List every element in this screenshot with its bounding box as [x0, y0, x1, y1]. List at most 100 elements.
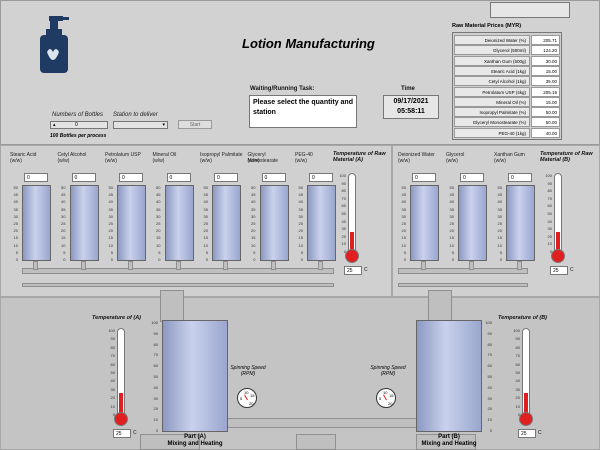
scale-tick: 70 — [547, 195, 552, 201]
scale-tick: 45 — [156, 192, 161, 198]
bottles-value: 0 — [75, 122, 78, 128]
price-name: PEG-40 (1kg) — [454, 127, 530, 138]
price-value: 205.19 — [531, 86, 560, 97]
scale-tick: 45 — [449, 192, 454, 198]
thermometer-bulb — [114, 412, 128, 426]
tank-level-input[interactable]: 0 — [508, 173, 532, 182]
dial-a-10: 10 — [244, 390, 249, 395]
time-label: Time — [401, 86, 415, 92]
temp-raw-b-label: Temperature of Raw Material (B) — [540, 151, 593, 163]
price-row: Stearic Acid (1kg)15.00 — [454, 65, 560, 76]
price-row: Mineral Oil (%)15.00 — [454, 96, 560, 107]
mixer-b-subtitle: Mixing and Heating — [421, 441, 477, 447]
scale-tick: 40 — [449, 199, 454, 205]
scale-tick: 30 — [13, 213, 18, 219]
spin-a-dial[interactable]: 5 10 15 20 — [237, 388, 257, 408]
scale-tick: 20 — [251, 228, 256, 234]
scale-tick: 50 — [487, 374, 492, 379]
scale-tick: 90 — [341, 180, 346, 186]
tank-level-input[interactable]: 0 — [24, 173, 48, 182]
spin-b-dial[interactable]: 5 10 15 20 — [376, 388, 396, 408]
mixer-b-title: Part (B) — [438, 434, 460, 440]
tank-unit: (w/w) — [57, 158, 70, 164]
stepper-icon[interactable]: ▴ — [53, 122, 56, 128]
tank-level-input[interactable]: 0 — [412, 173, 436, 182]
scale-tick: 25 — [449, 221, 454, 226]
scale-tick: 25 — [13, 221, 18, 226]
tank-name: Cetyl Alcohol — [57, 152, 87, 158]
scale-tick: 10 — [156, 242, 161, 248]
scale-tick: 50 — [13, 185, 18, 190]
tank-level-input[interactable]: 0 — [71, 173, 96, 182]
scale-tick: 50 — [449, 185, 454, 190]
scale-tick: 5 — [158, 249, 161, 255]
price-row: Xanthan Gum (500g)30.00 — [454, 55, 560, 66]
scale-tick: 10 — [251, 242, 256, 248]
thermometer-bulb — [551, 249, 565, 263]
scale-tick: 50 — [341, 211, 346, 216]
thermometer — [554, 173, 562, 253]
tank-drain-pipe — [175, 261, 181, 270]
temperature-input[interactable]: 25 — [113, 429, 131, 438]
scale-tick: 0 — [112, 412, 115, 417]
price-row: Cetyl Alcohol (1kg)35.00 — [454, 76, 560, 87]
station-select[interactable]: ▾ — [113, 121, 168, 129]
scale-tick: 30 — [153, 395, 158, 401]
tank-level-input[interactable]: 0 — [261, 173, 286, 182]
tank-name: Petrolatum USP — [105, 152, 141, 158]
scale-tick: 5 — [300, 249, 303, 255]
tank-level-input[interactable]: 0 — [309, 173, 333, 182]
tank-level-input[interactable]: 0 — [214, 173, 238, 182]
thermometer-fill — [119, 393, 123, 415]
raw-tank — [212, 185, 241, 261]
scale-tick: 40 — [401, 199, 406, 205]
temp-a-label: Temperature of (A) — [92, 315, 141, 321]
scale-tick: 10 — [401, 242, 406, 248]
raw-tank — [410, 185, 439, 261]
scale-tick: 35 — [156, 206, 161, 212]
tank-level-input[interactable]: 0 — [166, 173, 191, 182]
tank-level-input[interactable]: 0 — [460, 173, 484, 182]
spin-a-unit: (RPM) — [240, 371, 256, 377]
thermometer-bulb — [519, 412, 533, 426]
scale-tick: 40 — [515, 378, 520, 384]
scale-tick: 30 — [203, 213, 208, 219]
temperature-input[interactable]: 25 — [344, 266, 362, 275]
scale-tick: 5 — [63, 249, 66, 255]
price-name: Glycerol (500ml) — [454, 45, 530, 56]
scale-tick: 45 — [401, 192, 406, 198]
scale-tick: 5 — [253, 249, 256, 255]
scale-tick: 5 — [205, 249, 208, 255]
scale-tick: 30 — [341, 226, 346, 232]
scale-tick: 0 — [549, 249, 552, 254]
scale-tick: 80 — [547, 188, 552, 194]
scale-tick: 45 — [61, 192, 66, 198]
price-value: 15.00 — [531, 65, 560, 76]
tank-unit: (w/w) — [398, 158, 410, 164]
time-display: 09/17/2021 05:58:11 — [383, 95, 439, 119]
spin-b-label: Spinning Speed (RPM) — [368, 365, 408, 377]
scale-tick: 10 — [515, 403, 520, 409]
scale-tick: 100 — [151, 320, 158, 325]
price-name: Mineral Oil (%) — [454, 96, 530, 107]
tank-unit: (w/w) — [200, 158, 212, 164]
date-value: 09/17/2021 — [393, 98, 429, 105]
collector-pipe-b-lower — [398, 283, 528, 287]
price-row: Petrolatum USP (4kg)205.19 — [454, 86, 560, 97]
scale-tick: 0 — [451, 257, 454, 262]
bottles-input[interactable]: 0 ▴ — [50, 121, 108, 129]
temperature-input[interactable]: 25 — [550, 266, 568, 275]
tank-drain-pipe — [469, 261, 474, 270]
start-button[interactable]: Start — [178, 120, 212, 129]
thermometer-fill — [350, 232, 354, 252]
price-value: 40.00 — [531, 127, 560, 138]
tank-level-input[interactable]: 0 — [119, 173, 143, 182]
scale-tick: 0 — [403, 257, 406, 262]
temperature-input[interactable]: 25 — [518, 429, 536, 438]
scale-tick: 25 — [401, 221, 406, 226]
scale-tick: 50 — [401, 185, 406, 190]
scale-tick: 0 — [517, 412, 520, 417]
